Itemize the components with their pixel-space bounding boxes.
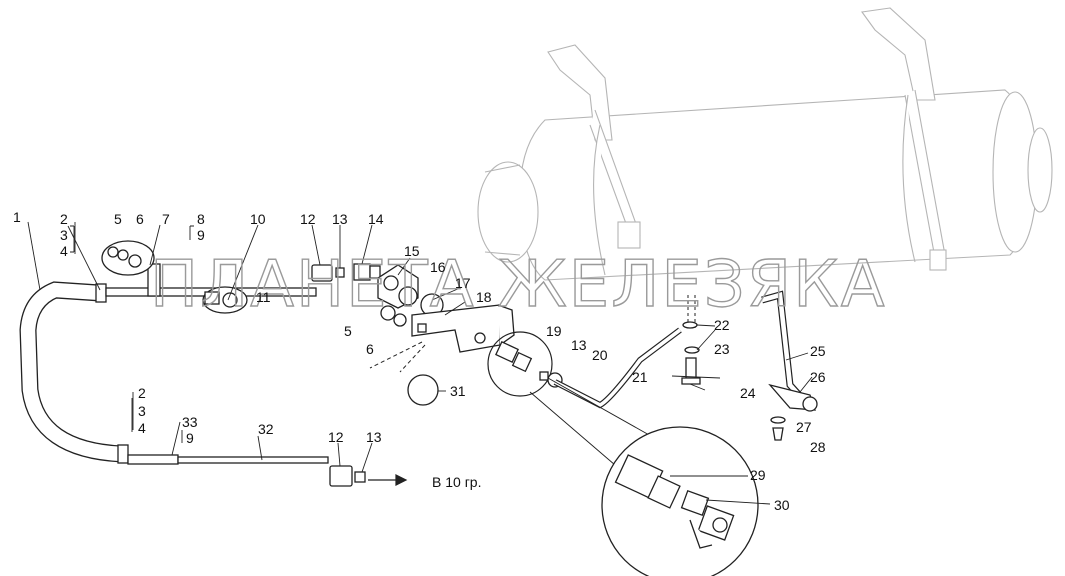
clip-26 bbox=[768, 383, 818, 412]
callout-15: 15 bbox=[404, 243, 420, 259]
washer-5-lower bbox=[380, 305, 396, 321]
callout-13: 13 bbox=[332, 211, 348, 227]
callout-11: 11 bbox=[256, 289, 271, 305]
callout-19: 19 bbox=[546, 323, 562, 339]
callout-29: 29 bbox=[750, 467, 766, 483]
banjo-30 bbox=[680, 489, 735, 549]
bracket-24 bbox=[671, 375, 721, 391]
washer-set-upper bbox=[101, 240, 155, 276]
callout-10: 10 bbox=[250, 211, 266, 227]
nut-12-upper bbox=[311, 264, 333, 282]
detail-zoom-small bbox=[487, 331, 553, 397]
watermark: ПЛАНЕТА ЖЕЛЕЗЯКА bbox=[150, 248, 886, 322]
direction-note: В 10 гр. bbox=[432, 474, 481, 490]
callout-25: 25 bbox=[810, 343, 826, 359]
callout-33: 33 bbox=[182, 414, 198, 430]
callout-1: 1 bbox=[13, 209, 21, 225]
callout-16: 16 bbox=[430, 259, 446, 275]
sleeve-33 bbox=[127, 454, 179, 465]
washer-31 bbox=[407, 374, 439, 406]
rivet-28 bbox=[772, 427, 784, 441]
callout-2-lower: 2 bbox=[138, 385, 146, 401]
ring-13-lower bbox=[354, 471, 366, 483]
bolt-23 bbox=[681, 357, 701, 385]
callout-14: 14 bbox=[368, 211, 384, 227]
callout-5-lower: 5 bbox=[344, 323, 352, 339]
callout-26: 26 bbox=[810, 369, 826, 385]
nut-12-lower bbox=[329, 465, 353, 487]
direction-arrow bbox=[368, 474, 408, 486]
callout-17: 17 bbox=[455, 275, 471, 291]
callout-23: 23 bbox=[714, 341, 730, 357]
callout-5: 5 bbox=[114, 211, 122, 227]
callout-4: 4 bbox=[60, 243, 68, 259]
callout-12: 12 bbox=[300, 211, 316, 227]
callout-6-lower: 6 bbox=[366, 341, 374, 357]
fitting-19 bbox=[495, 340, 533, 373]
callout-24: 24 bbox=[740, 385, 756, 401]
callout-12-lower: 12 bbox=[328, 429, 344, 445]
callout-labels: 1 2 3 4 5 6 7 8 9 10 11 12 13 14 15 16 1… bbox=[13, 209, 826, 513]
callout-8: 8 bbox=[197, 211, 205, 227]
callout-22: 22 bbox=[714, 317, 730, 333]
callout-3: 3 bbox=[60, 227, 68, 243]
callout-20: 20 bbox=[592, 347, 608, 363]
callout-18: 18 bbox=[476, 289, 492, 305]
callout-9: 9 bbox=[197, 227, 205, 243]
fitting-10 bbox=[202, 286, 248, 314]
callout-4-lower: 4 bbox=[138, 420, 146, 436]
callout-30: 30 bbox=[774, 497, 790, 513]
hose-clamp-lower bbox=[117, 444, 129, 464]
washer-27 bbox=[770, 416, 786, 424]
callout-27: 27 bbox=[796, 419, 812, 435]
callout-3-lower: 3 bbox=[138, 403, 146, 419]
washer-6-lower bbox=[393, 313, 407, 327]
leader-lines bbox=[27, 221, 813, 505]
callout-9-lower: 9 bbox=[186, 430, 194, 446]
hose-clamp-upper bbox=[95, 283, 107, 303]
callout-6: 6 bbox=[136, 211, 144, 227]
callout-13-mid: 13 bbox=[571, 337, 587, 353]
pipe-bracket-8 bbox=[147, 263, 161, 297]
callout-13-lower: 13 bbox=[366, 429, 382, 445]
callout-31: 31 bbox=[450, 383, 466, 399]
washer-22b bbox=[684, 346, 700, 354]
washer-22a bbox=[682, 321, 698, 329]
muffler-tank bbox=[477, 7, 1053, 281]
pipe-32 bbox=[177, 456, 329, 464]
fitting-29 bbox=[614, 454, 681, 509]
callout-32: 32 bbox=[258, 421, 274, 437]
callout-7: 7 bbox=[162, 211, 170, 227]
valve-block-15 bbox=[377, 264, 419, 309]
callout-21: 21 bbox=[632, 369, 648, 385]
callout-2: 2 bbox=[60, 211, 68, 227]
ring-13-mid bbox=[539, 371, 549, 381]
callout-28: 28 bbox=[810, 439, 826, 455]
